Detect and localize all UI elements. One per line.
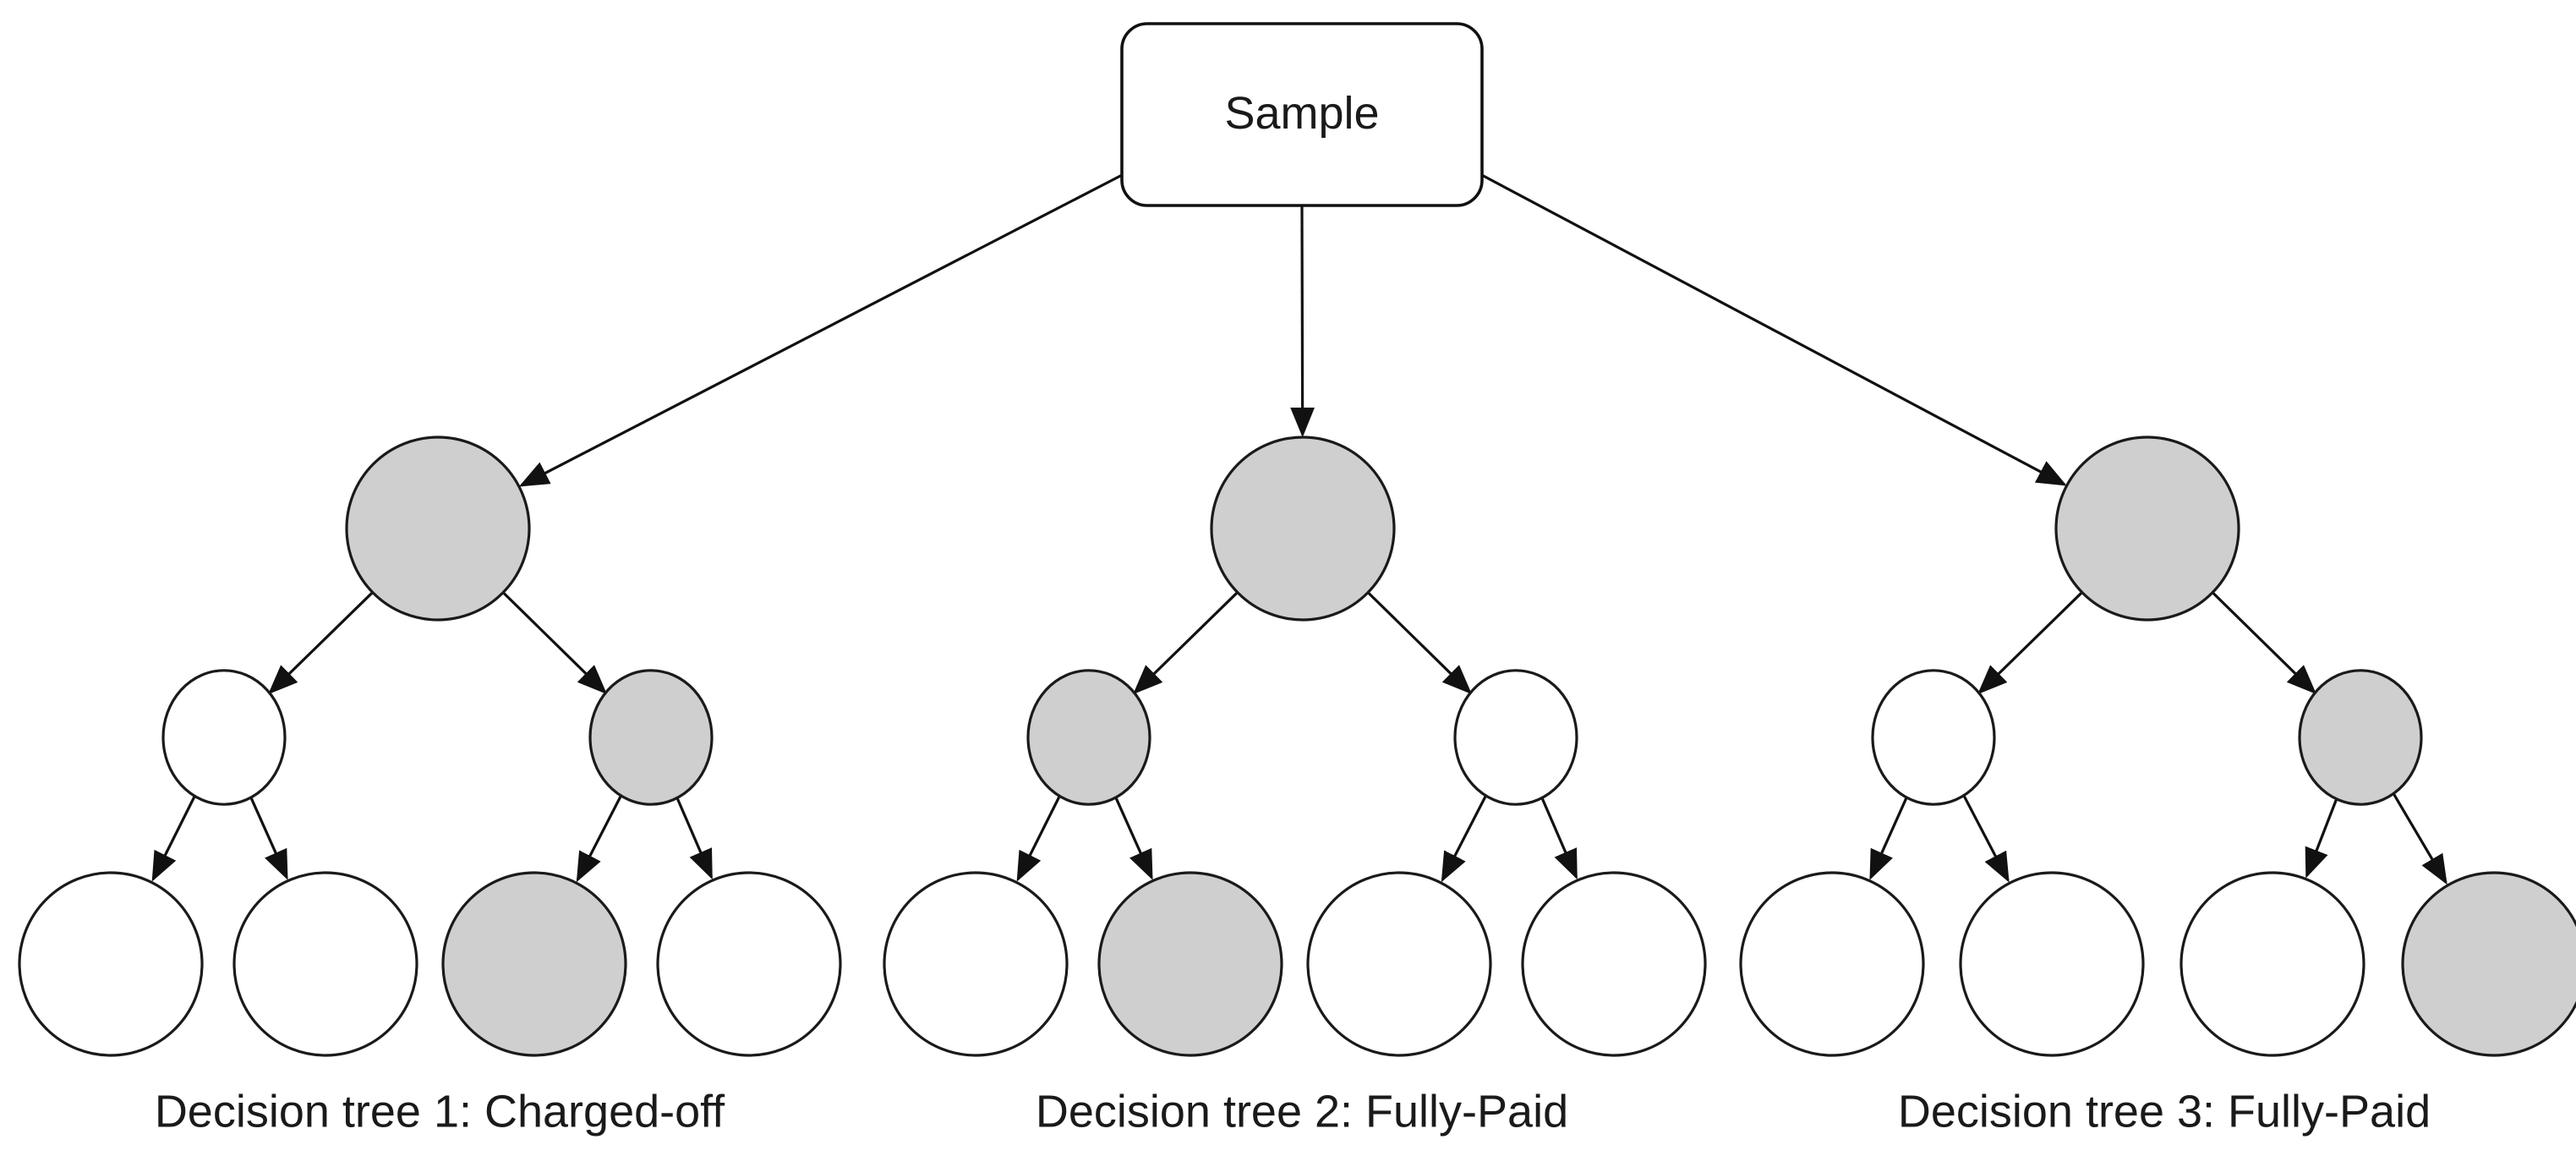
tree-3-mid-node-1[interactable] — [1871, 669, 1996, 806]
tree-2-leaf-node-2[interactable] — [1097, 871, 1283, 1057]
tree-1-mid-2-to-leaf-1-edge — [576, 791, 625, 883]
tree-2-mid-1-to-leaf-1-edge — [1016, 791, 1064, 882]
sample-to-tree-1-edge — [518, 172, 1126, 487]
tree-2-mid-node-1[interactable] — [1026, 669, 1151, 806]
tree-2-leaf-node-4[interactable] — [1521, 871, 1707, 1057]
tree-nodes-group — [18, 436, 2576, 1057]
tree-1-mid-1-to-leaf-2-edge — [247, 792, 288, 880]
tree-1-root-node[interactable] — [345, 436, 531, 622]
tree-2-caption: Decision tree 2: Fully-Paid — [1036, 1086, 1568, 1137]
tree-3-leaf-node-4[interactable] — [2401, 871, 2576, 1057]
tree-2-root-to-mid-1-edge — [1133, 591, 1239, 695]
tree-captions-group: Decision tree 1: Charged-off Decision tre… — [155, 1086, 2431, 1137]
tree-1-leaf-node-3[interactable] — [441, 871, 627, 1057]
tree-3-mid-2-to-leaf-2-edge — [2390, 789, 2447, 885]
tree-2-leaf-node-1[interactable] — [883, 871, 1069, 1057]
tree-2-leaf-node-3[interactable] — [1306, 871, 1492, 1057]
sample-to-tree-3-edge — [1478, 172, 2067, 486]
tree-3-root-node[interactable] — [2054, 436, 2240, 622]
tree-3-caption: Decision tree 3: Fully-Paid — [1898, 1086, 2431, 1137]
tree-3-mid-2-to-leaf-1-edge — [2305, 793, 2340, 879]
tree-2-mid-2-to-leaf-2-edge — [1539, 792, 1578, 880]
tree-3-mid-node-2[interactable] — [2298, 669, 2423, 806]
tree-1-caption: Decision tree 1: Charged-off — [155, 1086, 725, 1137]
tree-3-root-to-mid-1-edge — [1977, 591, 2083, 695]
tree-2-root-to-mid-2-edge — [1367, 591, 1473, 695]
tree-3-leaf-node-3[interactable] — [2179, 871, 2365, 1057]
tree-2-mid-2-to-leaf-1-edge — [1441, 791, 1490, 883]
tree-3-leaf-node-1[interactable] — [1739, 871, 1925, 1057]
tree-1-mid-1-to-leaf-1-edge — [151, 791, 199, 882]
tree-edges-group — [151, 591, 2447, 885]
tree-1-mid-node-1[interactable] — [161, 669, 287, 806]
tree-1-leaf-node-1[interactable] — [18, 871, 204, 1057]
tree-3-root-to-mid-2-edge — [2212, 591, 2317, 695]
tree-1-mid-node-2[interactable] — [588, 669, 714, 806]
sample-connectors-group — [518, 172, 2067, 487]
tree-1-leaf-node-2[interactable] — [232, 871, 418, 1057]
tree-3-mid-1-to-leaf-2-edge — [1960, 791, 2010, 883]
tree-2-mid-1-to-leaf-2-edge — [1112, 792, 1153, 880]
tree-2-root-node[interactable] — [1210, 436, 1396, 622]
tree-1-root-to-mid-2-edge — [502, 591, 608, 695]
tree-2-mid-node-2[interactable] — [1453, 669, 1578, 806]
tree-1-root-to-mid-1-edge — [268, 591, 374, 695]
tree-1-leaf-node-4[interactable] — [656, 871, 842, 1057]
sample-box[interactable] — [1120, 22, 1484, 207]
sample-label: Sample — [1224, 88, 1379, 139]
sample-box-group[interactable]: Sample — [1120, 22, 1484, 207]
tree-3-mid-1-to-leaf-1-edge — [1869, 792, 1911, 880]
tree-3-leaf-node-2[interactable] — [1959, 871, 2145, 1057]
tree-1-mid-2-to-leaf-2-edge — [674, 792, 713, 880]
sample-to-tree-2-edge — [1290, 205, 1315, 438]
